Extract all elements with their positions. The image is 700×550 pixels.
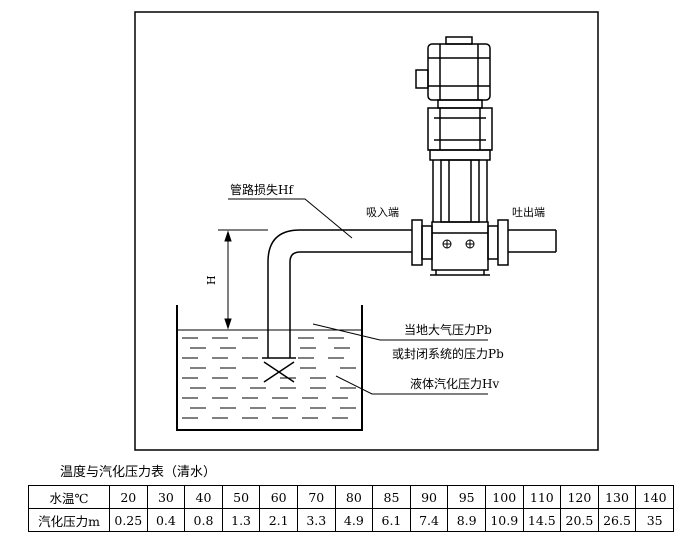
- temperature-cell: 110: [522, 485, 562, 509]
- temperature-cell: 95: [447, 485, 486, 509]
- foot-valve: [262, 357, 296, 383]
- pressure-cell: 8.9: [447, 508, 486, 532]
- temperature-cell: 100: [484, 485, 524, 509]
- pressure-cell: 35: [635, 508, 674, 532]
- pipe-loss-label: 管路损失Hf: [230, 182, 294, 197]
- pressure-cell: 10.9: [484, 508, 524, 532]
- pressure-cell: 7.4: [409, 508, 449, 532]
- pressure-row: 汽化压力m 0.25 0.4 0.8 1.3 2.1 3.3 4.9 6.1 7…: [28, 508, 674, 532]
- discharge-end-label: 吐出端: [512, 205, 545, 219]
- temperature-cell: 120: [560, 485, 599, 509]
- atmospheric-pressure-label: 当地大气压力Pb: [404, 322, 492, 337]
- temperature-cell: 60: [259, 485, 298, 509]
- pump-column: [427, 107, 493, 223]
- height-label: H: [205, 275, 218, 285]
- pressure-cell: 2.1: [259, 508, 298, 532]
- casing-bolt-icon: [442, 239, 475, 249]
- temperature-cell: 30: [146, 485, 186, 509]
- temperature-cell: 90: [409, 485, 449, 509]
- pressure-cell: 6.1: [372, 508, 411, 532]
- temperature-row: 水温℃ 20 30 40 50 60 70 80 85 90 95 100 11…: [28, 485, 674, 509]
- temperature-cell: 70: [296, 485, 336, 509]
- pressure-cell: 14.5: [522, 508, 562, 532]
- temperature-cell: 50: [221, 485, 261, 509]
- pressure-cell: 1.3: [221, 508, 261, 532]
- liquid-hatching: [182, 337, 356, 419]
- pressure-cell: 4.9: [334, 508, 374, 532]
- suction-pipe: [267, 229, 420, 358]
- pressure-cell: 0.25: [109, 508, 148, 532]
- pump-casing: [411, 219, 509, 276]
- liquid-tank: [176, 305, 363, 431]
- pressure-cell: 0.8: [184, 508, 223, 532]
- pressure-cell: 20.5: [560, 508, 599, 532]
- row-label-temperature: 水温℃: [28, 485, 110, 509]
- temperature-cell: 40: [184, 485, 223, 509]
- suction-end-label: 吸入端: [366, 206, 399, 219]
- temperature-cell: 140: [635, 485, 674, 509]
- row-label-pressure: 汽化压力m: [28, 508, 110, 532]
- temperature-cell: 130: [597, 485, 637, 509]
- pressure-cell: 3.3: [296, 508, 336, 532]
- temperature-cell: 20: [109, 485, 148, 509]
- pump-diagram: H: [134, 11, 599, 451]
- leader-lines: [228, 198, 488, 395]
- closed-system-pressure-label: 或封闭系统的压力Pb: [392, 346, 504, 361]
- temperature-cell: 80: [334, 485, 374, 509]
- vapor-pressure-table: 水温℃ 20 30 40 50 60 70 80 85 90 95 100 11…: [28, 485, 674, 532]
- pressure-cell: 0.4: [146, 508, 186, 532]
- temperature-cell: 85: [372, 485, 411, 509]
- motor: [415, 36, 491, 109]
- height-dimension: [218, 229, 268, 330]
- vapor-pressure-label: 液体汽化压力Hv: [410, 376, 499, 391]
- diagram-frame: [134, 11, 599, 451]
- discharge-pipe: [508, 229, 557, 253]
- pressure-cell: 26.5: [597, 508, 637, 532]
- table-caption: 温度与汽化压力表（清水）: [60, 465, 217, 480]
